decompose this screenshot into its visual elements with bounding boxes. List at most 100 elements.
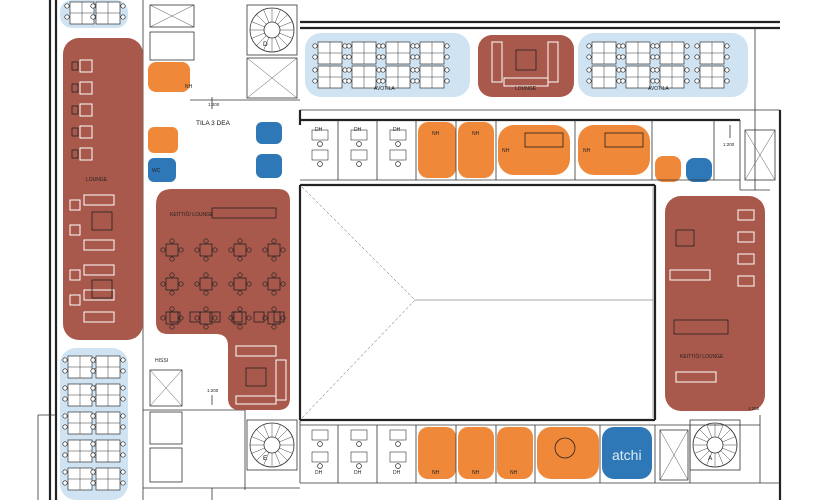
watermark: atchi bbox=[612, 447, 642, 463]
office-label-dh-4: DH bbox=[315, 470, 323, 476]
table bbox=[209, 311, 221, 323]
chair bbox=[684, 54, 690, 60]
desk bbox=[311, 451, 329, 463]
dimension-arrows bbox=[211, 97, 731, 500]
workstation-cluster bbox=[414, 41, 450, 65]
chair bbox=[246, 281, 252, 287]
office-cells-top bbox=[300, 120, 740, 181]
chair bbox=[90, 452, 96, 458]
chair bbox=[228, 281, 234, 287]
dim-label-3: 1:200 bbox=[723, 142, 735, 147]
chair bbox=[724, 43, 730, 49]
table bbox=[675, 229, 695, 247]
sofa bbox=[79, 147, 93, 161]
avotila-label-left: AVOTILA bbox=[374, 86, 395, 92]
chair bbox=[120, 357, 126, 363]
desk bbox=[350, 429, 368, 441]
chair bbox=[414, 67, 420, 73]
table bbox=[273, 311, 285, 323]
desk-clusters bbox=[62, 1, 730, 491]
chair bbox=[356, 463, 362, 469]
chair bbox=[271, 324, 277, 330]
stair-tread bbox=[274, 424, 281, 438]
chair bbox=[724, 78, 730, 84]
stair-tread bbox=[279, 436, 293, 443]
chair bbox=[194, 315, 200, 321]
chair bbox=[160, 281, 166, 287]
chair bbox=[203, 272, 209, 278]
chair bbox=[312, 43, 318, 49]
lounge-label-top: LOUNGE bbox=[515, 86, 537, 92]
stair-tread bbox=[263, 452, 270, 466]
chair bbox=[395, 161, 401, 167]
chair bbox=[380, 67, 386, 73]
table bbox=[71, 83, 79, 93]
sofa bbox=[83, 194, 115, 206]
office-label-dh-5: DH bbox=[354, 470, 362, 476]
chair bbox=[654, 67, 660, 73]
chair bbox=[90, 469, 96, 475]
wc-label: WC bbox=[152, 168, 161, 174]
chair bbox=[317, 141, 323, 147]
stair-tread bbox=[263, 9, 270, 23]
chair bbox=[694, 67, 700, 73]
building-walls bbox=[37, 0, 782, 500]
table bbox=[189, 311, 201, 323]
chair bbox=[654, 43, 660, 49]
desk bbox=[389, 429, 407, 441]
dim-label-1: 1:200 bbox=[208, 102, 220, 107]
chair bbox=[203, 324, 209, 330]
chair bbox=[271, 256, 277, 262]
office-desk bbox=[389, 129, 407, 147]
kitchen-lounge-label-right: KEITTIÖ/ LOUNGE bbox=[680, 353, 724, 360]
chair bbox=[237, 256, 243, 262]
workstation-cluster bbox=[586, 41, 622, 65]
chair bbox=[120, 368, 126, 374]
sofa bbox=[503, 77, 549, 87]
chair bbox=[346, 54, 352, 60]
chair bbox=[212, 247, 218, 253]
meeting-label-nh-3: NH bbox=[472, 131, 480, 137]
sofa bbox=[737, 275, 755, 287]
stair-tread bbox=[279, 32, 293, 39]
avotila-label-right: AVOTILA bbox=[648, 86, 669, 92]
sofa bbox=[491, 41, 503, 83]
cafe-table bbox=[199, 243, 213, 257]
desk bbox=[311, 129, 329, 141]
meeting-label-nh-5: NH bbox=[583, 148, 591, 154]
cafe-table bbox=[165, 243, 179, 257]
chair bbox=[90, 368, 96, 374]
chair bbox=[169, 324, 175, 330]
stair-tread bbox=[251, 447, 265, 454]
chair bbox=[62, 452, 68, 458]
cafe-table bbox=[233, 277, 247, 291]
desk bbox=[311, 149, 329, 161]
chair bbox=[237, 324, 243, 330]
stair-tread bbox=[706, 452, 713, 466]
office-desk bbox=[389, 149, 407, 167]
sofa bbox=[275, 359, 287, 401]
chair bbox=[246, 315, 252, 321]
sofa bbox=[675, 371, 717, 383]
desk bbox=[389, 149, 407, 161]
workstation-cluster bbox=[312, 65, 348, 89]
table bbox=[71, 127, 79, 137]
sofa bbox=[79, 59, 93, 73]
chair bbox=[684, 78, 690, 84]
stair-d: D bbox=[246, 4, 298, 56]
stair-tread bbox=[706, 424, 713, 438]
office-desk bbox=[350, 429, 368, 447]
stair-tread bbox=[699, 450, 710, 461]
chair bbox=[62, 413, 68, 419]
chair bbox=[64, 14, 70, 20]
sofa bbox=[69, 199, 81, 211]
office-desk bbox=[311, 129, 329, 147]
chair bbox=[317, 463, 323, 469]
chair bbox=[120, 480, 126, 486]
desk bbox=[389, 451, 407, 463]
dim-label-2: 1:200 bbox=[207, 388, 219, 393]
chair bbox=[203, 290, 209, 296]
office-label-dh-1: DH bbox=[315, 127, 323, 133]
desk bbox=[350, 129, 368, 141]
chair bbox=[271, 306, 277, 312]
